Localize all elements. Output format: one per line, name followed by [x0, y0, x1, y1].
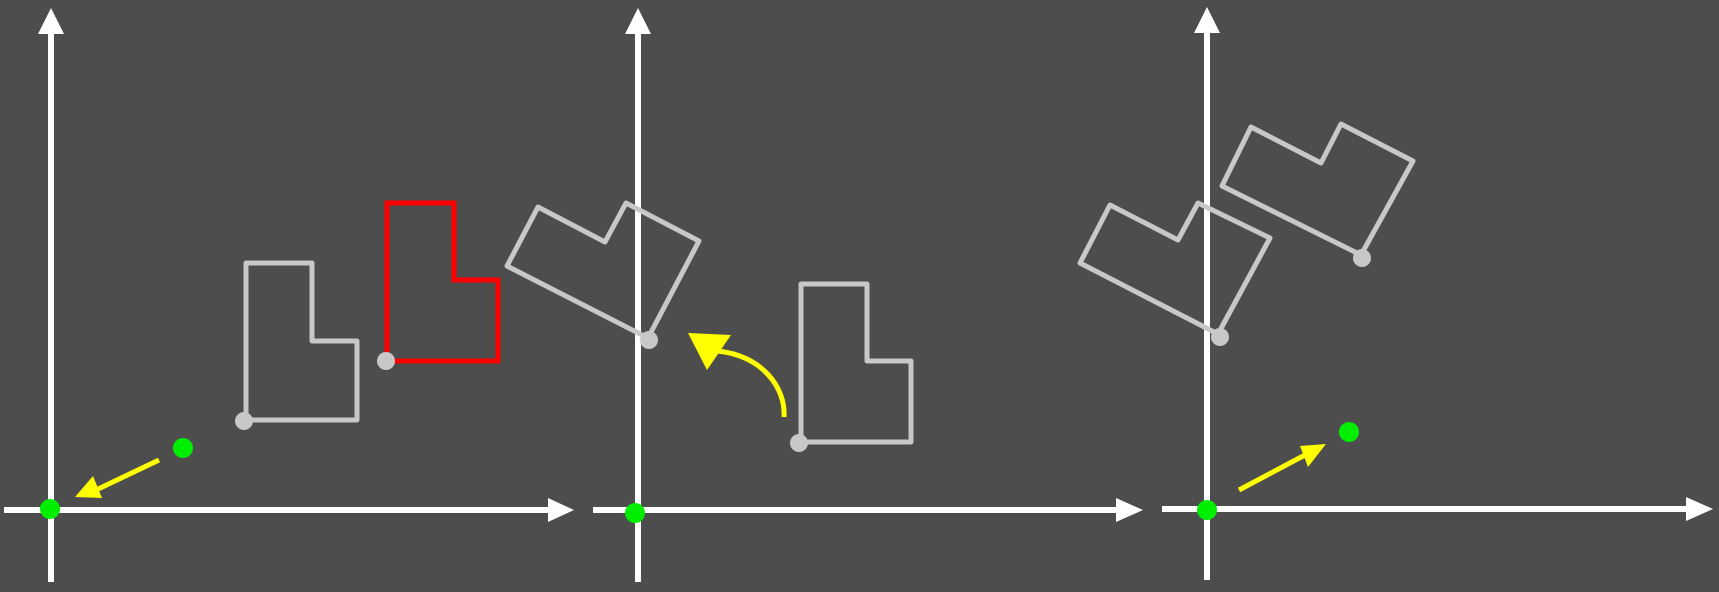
y-axis-arrowhead	[1194, 7, 1220, 33]
origin-point	[40, 499, 60, 519]
rotated-shape-outline	[1077, 200, 1273, 337]
rotated-shape-pivot	[1211, 328, 1229, 346]
panel-3	[1077, 7, 1713, 580]
origin-point	[1197, 500, 1217, 520]
rotation-arrow-arc	[716, 348, 787, 418]
translation-arrow-head	[1300, 444, 1326, 467]
shape-pivot-point	[790, 434, 808, 452]
rotated-shape-pivot	[640, 331, 658, 349]
shape-l-outline	[243, 260, 360, 423]
y-axis-arrowhead	[38, 8, 64, 34]
panel-2	[504, 8, 1143, 582]
translation-arrow-shaft	[92, 457, 161, 494]
pivot-marker	[1339, 422, 1359, 442]
final-shape-pivot	[1353, 249, 1371, 267]
pivot-marker	[173, 438, 193, 458]
x-axis-arrowhead	[1116, 498, 1143, 522]
rotation-arrow-head	[688, 333, 731, 370]
highlighted-shape-pivot	[377, 352, 395, 370]
highlighted-shape-outline	[384, 200, 501, 364]
panel-1	[4, 8, 574, 582]
rotated-shape-outline	[504, 200, 702, 341]
x-axis-arrowhead	[548, 498, 574, 522]
origin-point	[625, 503, 645, 523]
shape-pivot-point	[235, 412, 253, 430]
shape-l-outline	[798, 281, 914, 445]
translation-arrow-shaft	[1237, 452, 1307, 493]
final-shape-outline	[1219, 121, 1416, 258]
translation-arrow-head	[75, 476, 102, 498]
x-axis-arrowhead	[1686, 497, 1713, 521]
y-axis-arrowhead	[625, 8, 651, 34]
